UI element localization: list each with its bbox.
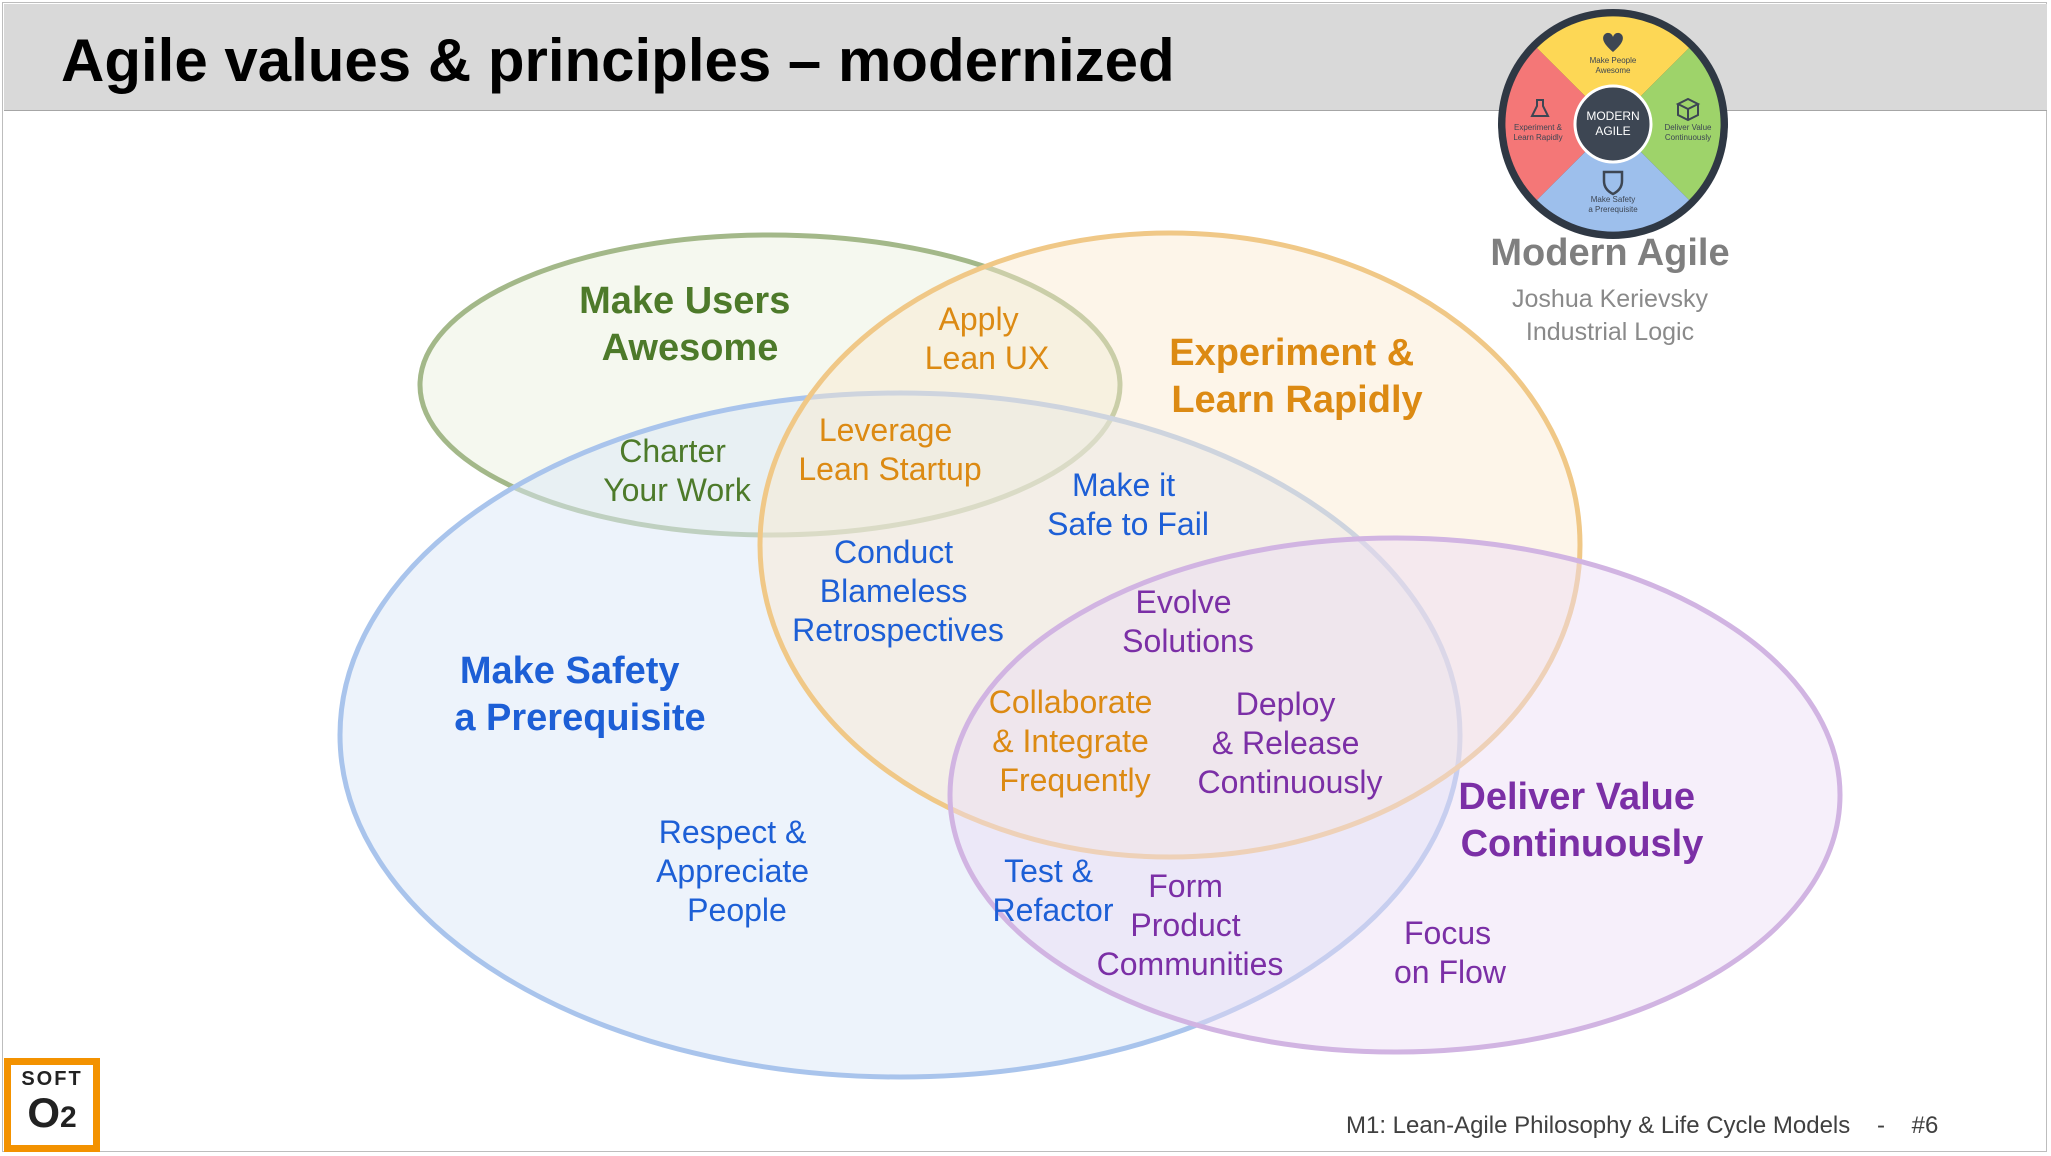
practice-evolve-solutions: Evolve Solutions: [1122, 584, 1254, 659]
wheel-segment-bottom: [1536, 124, 1690, 232]
flask-icon: [1530, 99, 1550, 117]
svg-text:Make People: Make People: [1590, 56, 1637, 65]
modern-agile-author: Joshua Kerievsky: [1512, 285, 1708, 313]
modern-agile-caption: Modern Agile Joshua Kerievsky Industrial…: [1440, 232, 1780, 349]
svg-text:Make Safety: Make Safety: [1591, 195, 1635, 204]
wheel-segment-right: [1613, 48, 1721, 200]
practice-test-refactor: Test & Refactor: [993, 853, 1114, 928]
svg-text:Learn Rapidly: Learn Rapidly: [1513, 133, 1562, 142]
practice-form-product-communities: Form Product Communities: [1097, 868, 1284, 982]
practice-blameless-retrospectives: Conduct Blameless Retrospectives: [792, 534, 1004, 648]
svg-text:Awesome: Awesome: [1596, 66, 1632, 75]
modern-agile-title: Modern Agile: [1490, 232, 1730, 274]
practice-collaborate-integrate: Collaborate & Integrate Frequently: [989, 684, 1162, 798]
svg-text:a Prerequisite: a Prerequisite: [1588, 205, 1638, 214]
wheel-segment-top: [1536, 16, 1690, 125]
circle-experiment-learn: [757, 230, 1583, 860]
practice-apply-lean-ux: Apply Lean UX: [925, 301, 1050, 376]
footer-separator: -: [1876, 1112, 1885, 1139]
circle-make-safety-prerequisite: [337, 390, 1463, 1080]
slide-title: Agile values & principles – modernized: [61, 27, 1175, 94]
box-icon: [1675, 97, 1701, 122]
practice-focus-on-flow: Focus on Flow: [1394, 915, 1507, 990]
heading-users: Make Users Awesome: [579, 280, 801, 369]
modern-agile-wheel: MODERN AGILE Make People Awesome Deliver…: [1498, 9, 1728, 239]
svg-text:Continuously: Continuously: [1665, 133, 1711, 142]
practice-charter-your-work: Charter Your Work: [603, 433, 752, 508]
footer-course: M1: Lean-Agile Philosophy & Life Cycle M…: [1346, 1112, 1851, 1139]
practice-leverage-lean-startup: Leverage Lean Startup: [798, 412, 981, 487]
heading-safety: Make Safety a Prerequisite: [454, 650, 705, 739]
shield-icon: [1602, 170, 1624, 196]
heading-deliver: Deliver Value Continuously: [1458, 776, 1705, 865]
practice-safe-to-fail: Make it Safe to Fail: [1047, 467, 1209, 542]
svg-text:AGILE: AGILE: [1595, 124, 1630, 138]
practice-deploy-release: Deploy & Release Continuously: [1198, 686, 1383, 800]
footer-page-number: #6: [1911, 1112, 1939, 1139]
circle-deliver-value: [947, 535, 1843, 1055]
heart-icon: [1603, 32, 1623, 52]
svg-text:MODERN: MODERN: [1586, 109, 1639, 123]
slide-footer: M1: Lean-Agile Philosophy & Life Cycle M…: [1346, 1112, 1938, 1140]
svg-text:Deliver Value: Deliver Value: [1665, 123, 1713, 132]
svg-text:Experiment &: Experiment &: [1514, 123, 1563, 132]
practice-respect-appreciate: Respect & Appreciate People: [656, 814, 818, 928]
softo2-logo: SOFT O2: [4, 1058, 100, 1152]
modern-agile-company: Industrial Logic: [1525, 318, 1695, 346]
heading-experiment: Experiment & Learn Rapidly: [1169, 332, 1425, 421]
wheel-segment-left: [1505, 48, 1613, 200]
